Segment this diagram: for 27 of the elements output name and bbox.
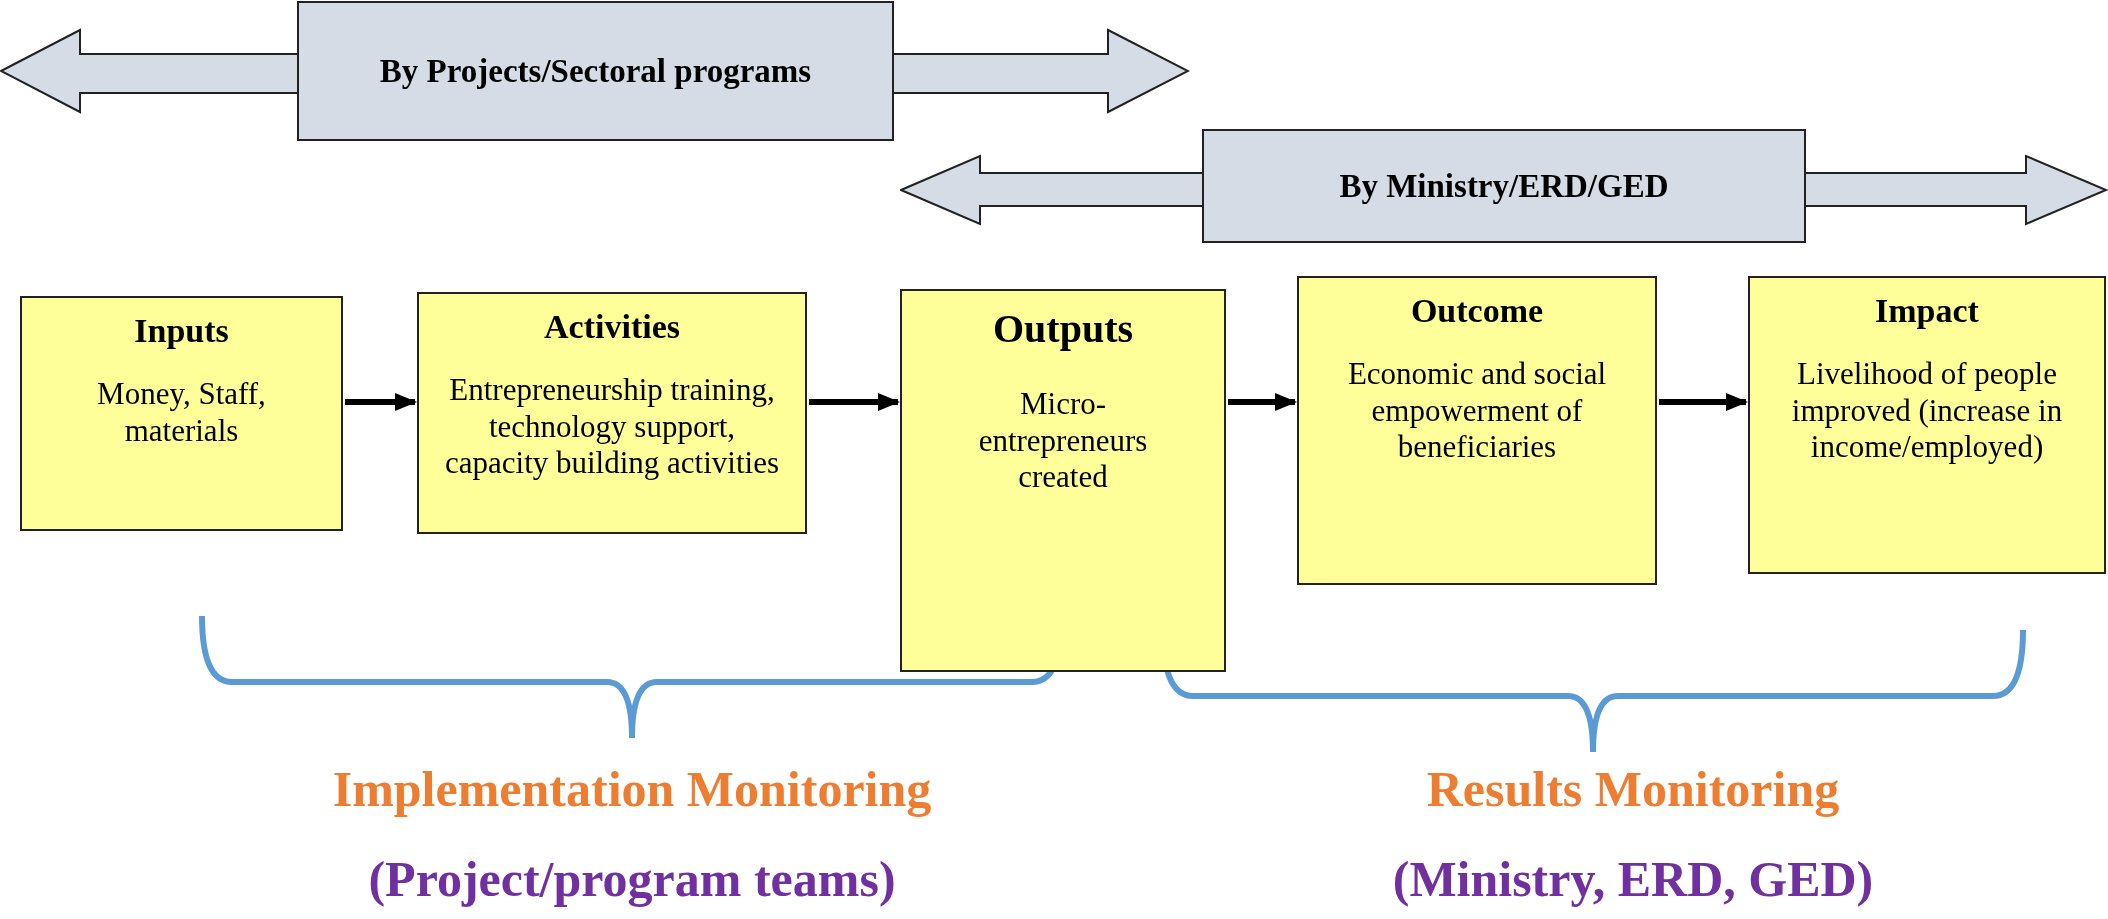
stage-description: Economic and social empowerment of beneficiaries — [1346, 356, 1608, 466]
stage-description: Micro-entrepreneurs created — [977, 386, 1149, 496]
monitoring-title: Implementation Monitoring — [332, 760, 932, 818]
stage-description: Entrepreneurship training, technology support, capacity building activities — [444, 372, 780, 482]
monitoring-responsible: (Project/program teams) — [368, 850, 896, 908]
banner-label: By Projects/Sectoral programs — [379, 52, 812, 90]
stage-box — [900, 289, 1226, 672]
stage-heading: Outputs — [992, 305, 1134, 352]
stage-heading: Outcome — [1410, 292, 1544, 330]
stage-box — [1297, 276, 1657, 585]
arrow — [1659, 393, 1748, 411]
stage-heading: Activities — [544, 308, 680, 346]
scope-banner — [900, 128, 2108, 244]
scope-banner — [0, 0, 1190, 142]
stage-description: Money, Staff, materials — [96, 376, 267, 450]
banner-label: By Ministry/ERD/GED — [1339, 167, 1669, 205]
stage-heading: Impact — [1875, 292, 1979, 330]
stage-description: Livelihood of people improved (increase in income/employed) — [1790, 356, 2064, 466]
arrow — [809, 393, 900, 411]
stage-box — [417, 292, 807, 534]
arrow — [1228, 393, 1297, 411]
stage-box — [1748, 276, 2106, 574]
monitoring-responsible: (Ministry, ERD, GED) — [1392, 850, 1874, 908]
arrow — [345, 393, 417, 411]
stage-heading: Inputs — [134, 312, 229, 350]
stage-box — [20, 296, 343, 531]
monitoring-title: Results Monitoring — [1426, 760, 1840, 818]
